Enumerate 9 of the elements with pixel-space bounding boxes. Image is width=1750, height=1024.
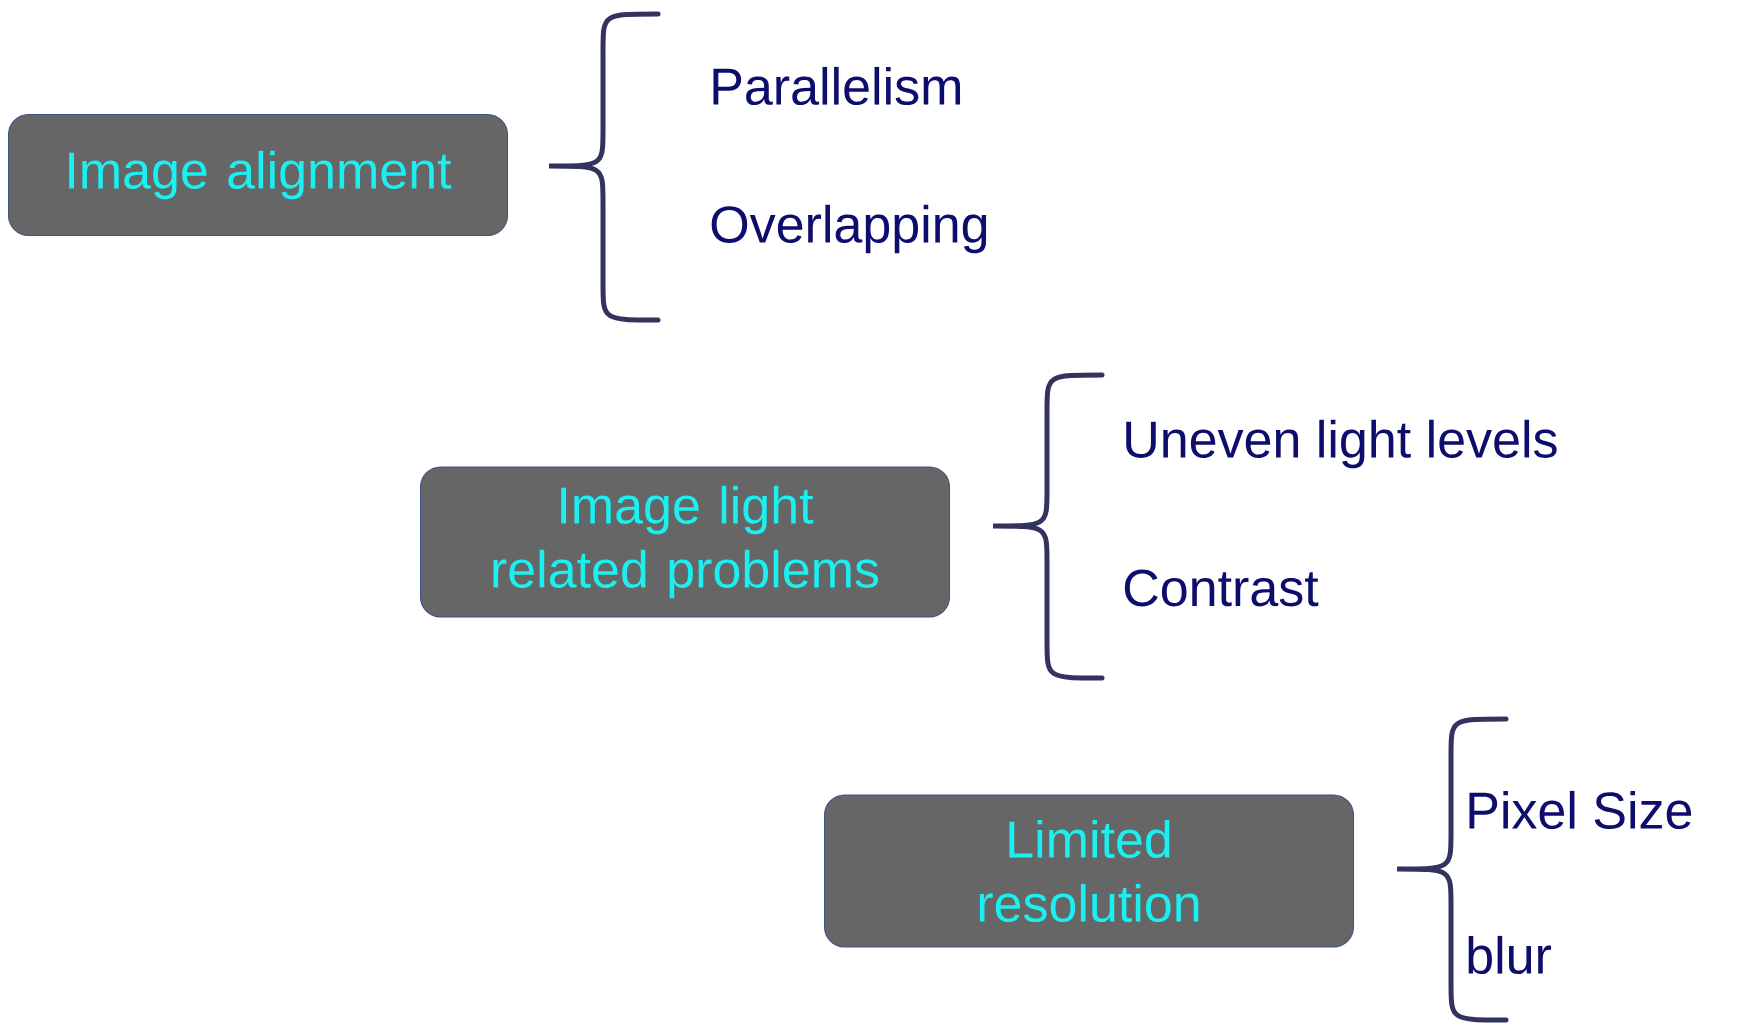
item-label: Contrast — [1124, 569, 1319, 607]
item-label: Parallelism — [713, 66, 960, 106]
item-label: Pixel Size — [1469, 790, 1692, 830]
process-box: Image light related problems — [420, 466, 950, 618]
item-label: blur — [1468, 935, 1552, 975]
process-box: Limited resolution — [824, 794, 1354, 948]
item-label: Overlapping — [711, 204, 987, 254]
process-box: Image alignment — [8, 114, 508, 236]
item-label: Uneven light levels — [1126, 419, 1557, 469]
